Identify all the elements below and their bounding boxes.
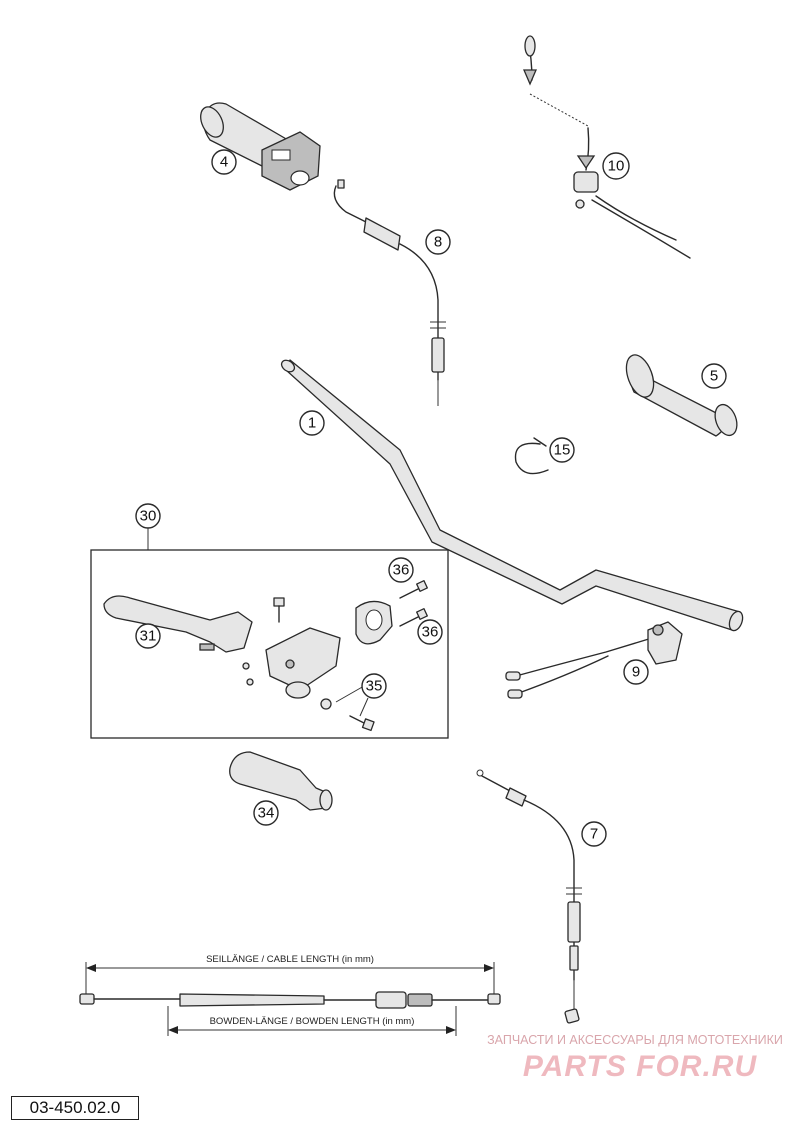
left-grip-part <box>625 354 738 437</box>
part-code-label: 03-450.02.0 <box>11 1096 139 1120</box>
callout-10: 10 <box>602 152 630 180</box>
svg-text:31: 31 <box>140 628 157 645</box>
cable-dimension-drawing: SEILLÄNGE / CABLE LENGTH (in mm) BOWDEN-… <box>79 954 501 1036</box>
watermark-logo: PARTS FOR.RU <box>523 1050 758 1083</box>
svg-text:36: 36 <box>393 562 410 579</box>
svg-text:36: 36 <box>422 624 439 641</box>
wiring-switch-part <box>505 621 683 699</box>
callout-36-bottom: 36 <box>417 619 443 645</box>
clamp-ring-part <box>514 437 549 475</box>
callout-30: 30 <box>135 503 161 529</box>
svg-text:1: 1 <box>308 415 316 432</box>
callout-7: 7 <box>581 821 607 847</box>
throttle-cable-part <box>333 179 446 406</box>
svg-text:7: 7 <box>590 826 598 843</box>
clamp-screw-upper <box>399 580 428 599</box>
callout-8: 8 <box>425 229 451 255</box>
small-hardware-parts <box>242 662 254 686</box>
clamp-screw-lower <box>399 608 428 627</box>
adjuster-screw-part <box>320 685 375 732</box>
kill-switch-part <box>523 35 691 259</box>
svg-text:10: 10 <box>608 158 625 175</box>
bowden-length-label: BOWDEN-LÄNGE / BOWDEN LENGTH (in mm) <box>210 1016 415 1027</box>
callout-1: 1 <box>299 410 325 436</box>
clutch-lever-part <box>103 595 253 653</box>
rubber-boot-part <box>229 751 333 811</box>
callout-9: 9 <box>623 659 649 685</box>
clutch-cable-part <box>476 769 582 1024</box>
svg-text:34: 34 <box>258 805 275 822</box>
callout-31: 31 <box>135 623 161 649</box>
callout-5: 5 <box>701 363 727 389</box>
callout-34: 34 <box>253 800 279 826</box>
callout-15: 15 <box>549 437 575 463</box>
svg-text:5: 5 <box>710 368 718 385</box>
callout-4: 4 <box>211 149 237 175</box>
handlebar-part <box>280 359 744 632</box>
callout-36-top: 36 <box>388 557 414 583</box>
svg-text:4: 4 <box>220 154 228 171</box>
handlebar-clamp-part <box>355 600 393 645</box>
clutch-assembly-frame <box>90 549 449 739</box>
lever-bracket-part <box>265 627 341 699</box>
svg-text:8: 8 <box>434 234 442 251</box>
callout-35: 35 <box>361 673 387 699</box>
cable-length-label: SEILLÄNGE / CABLE LENGTH (in mm) <box>206 954 374 965</box>
lever-pivot-bolt <box>273 597 285 623</box>
watermark-tagline: ЗАПЧАСТИ И АКСЕССУАРЫ ДЛЯ МОТОТЕХНИКИ <box>487 1033 783 1047</box>
svg-text:35: 35 <box>366 678 383 695</box>
watermark: ЗАПЧАСТИ И АКСЕССУАРЫ ДЛЯ МОТОТЕХНИКИ PA… <box>487 1033 783 1083</box>
throttle-grip-part <box>200 102 321 191</box>
svg-text:15: 15 <box>554 442 571 459</box>
svg-text:9: 9 <box>632 664 640 681</box>
svg-text:30: 30 <box>140 508 157 525</box>
